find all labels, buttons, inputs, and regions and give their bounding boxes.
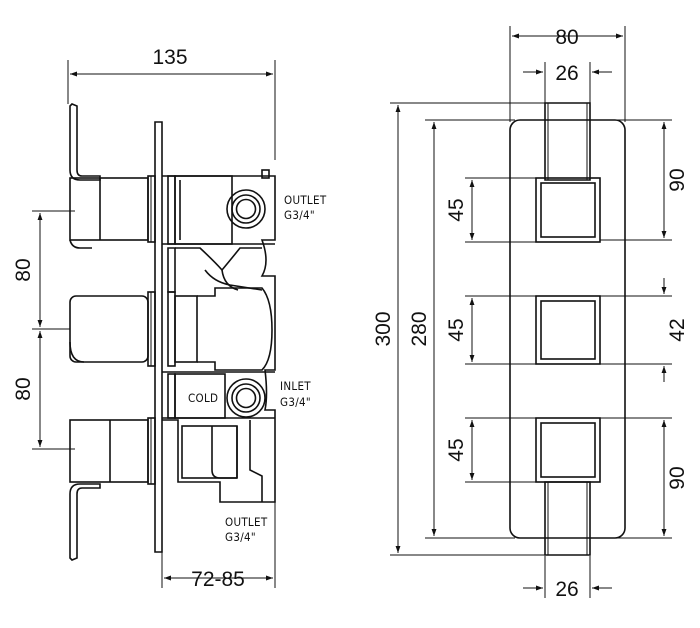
- top-lever-side: [69, 103, 101, 181]
- bottom-handle-body: [69, 419, 149, 483]
- middle-knob-square: [535, 295, 601, 365]
- valve-body-outline: [162, 175, 276, 503]
- inlet-label-2: G3/4": [280, 395, 311, 409]
- dim-80-top: 80: [12, 258, 35, 281]
- dim-280: 280: [408, 311, 431, 346]
- dim-300: 300: [372, 311, 395, 346]
- dim-45-top: 45: [445, 198, 468, 221]
- dim-72-85: 72-85: [191, 568, 245, 591]
- cover-plate-front: [509, 119, 626, 539]
- top-lever-front: [544, 102, 591, 181]
- outlet-bottom-label-1: OUTLET: [225, 515, 268, 529]
- outlet-port-top: [226, 189, 266, 229]
- front-view: 80 26 300 280 45 45 45 90 42 90 26: [372, 26, 689, 601]
- cover-plate-side: [154, 121, 163, 553]
- dim-90-bottom: 90: [666, 466, 689, 489]
- cold-label: COLD: [188, 391, 218, 405]
- top-handle-square: [535, 177, 601, 243]
- bottom-handle-square: [535, 417, 601, 483]
- inlet-port: [226, 378, 266, 418]
- dim-90-top: 90: [666, 168, 689, 191]
- dim-42: 42: [666, 318, 689, 341]
- dim-80-front: 80: [555, 26, 578, 49]
- outlet-top-label-2: G3/4": [284, 208, 315, 222]
- dim-135: 135: [152, 46, 187, 69]
- outlet-top-label-1: OUTLET: [284, 193, 327, 207]
- outlet-bottom-label-2: G3/4": [225, 530, 256, 544]
- side-view: OUTLET G3/4" INLET G3/4" COLD OUTLET G3/…: [12, 46, 327, 591]
- dim-26-bottom: 26: [555, 578, 578, 601]
- top-handle-body: [69, 177, 149, 241]
- bottom-lever-side: [69, 483, 101, 561]
- dim-45-middle: 45: [445, 318, 468, 341]
- bottom-lever-front: [544, 481, 591, 556]
- dim-45-bottom: 45: [445, 438, 468, 461]
- dim-26-top: 26: [555, 62, 578, 85]
- middle-knob-body: [69, 295, 149, 363]
- inlet-label-1: INLET: [280, 379, 311, 393]
- dim-80-bottom: 80: [12, 377, 35, 400]
